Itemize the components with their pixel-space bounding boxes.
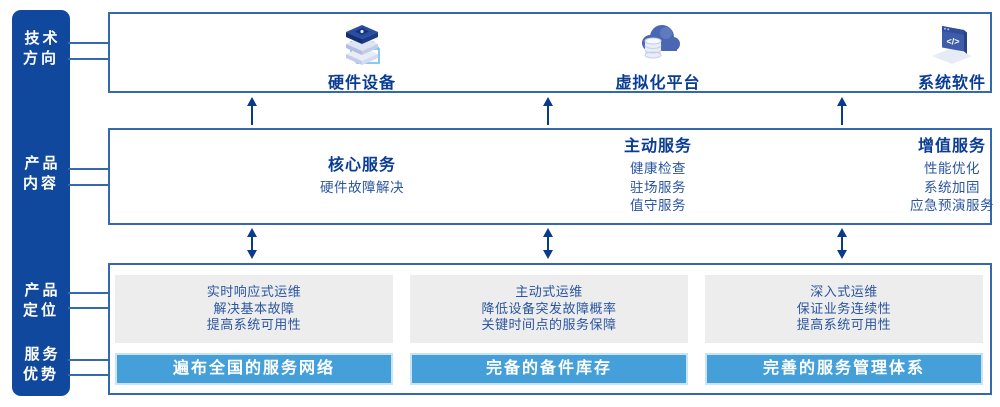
- connector-line: [68, 58, 108, 60]
- positioning-line: 提高系统可用性: [796, 317, 892, 333]
- service-item: 值守服务: [630, 198, 686, 214]
- positioning-line: 深入式运维: [810, 284, 878, 300]
- service-column-core: 核心服务 硬件故障解决: [222, 130, 502, 223]
- tech-column-virtualization: 虚拟化平台: [518, 16, 798, 93]
- service-item: 健康检查: [630, 161, 686, 177]
- server-stack-icon: [222, 16, 502, 68]
- connector-line: [68, 184, 108, 186]
- up-arrow: [247, 97, 257, 126]
- service-item: 性能优化: [924, 161, 980, 177]
- sidebar-item-service-advantage: 服务 优势: [22, 346, 61, 383]
- positioning-line: 关键时间点的服务保障: [481, 317, 617, 333]
- sidebar-item-product-content: 产品 内容: [22, 155, 61, 192]
- tech-label-software: 系统软件: [917, 75, 986, 92]
- advantage-bar-management: 完善的服务管理体系: [705, 353, 983, 385]
- service-column-value-added: 增值服务 性能优化 系统加固 应急预演服务: [812, 130, 1000, 223]
- service-item: 应急预演服务: [910, 198, 994, 214]
- positioning-line: 保证业务连续性: [796, 300, 892, 316]
- advantage-bar-spares: 完备的备件库存: [410, 353, 688, 385]
- sidebar-item-product-positioning: 产品 定位: [22, 282, 61, 319]
- tech-direction-panel: 硬件设备 虚拟化平台: [108, 12, 992, 93]
- product-content-panel: 核心服务 硬件故障解决 主动服务 健康检查 驻场服务 值守服务 增值服务 性能优…: [108, 128, 994, 225]
- code-window-icon: </>: [812, 16, 1000, 68]
- positioning-line: 降低设备突发故障概率: [481, 300, 617, 316]
- service-title: 增值服务: [917, 138, 986, 156]
- advantage-bar-network: 遍布全国的服务网络: [115, 353, 393, 385]
- service-item: 驻场服务: [630, 179, 686, 195]
- positioning-line: 解决基本故障: [213, 300, 295, 316]
- code-glyph: </>: [946, 37, 959, 47]
- sidebar-item-tech-direction: 技术 方向: [22, 30, 61, 67]
- up-arrow: [543, 97, 553, 126]
- service-title: 主动服务: [623, 138, 692, 156]
- connector-line: [68, 307, 108, 309]
- tech-column-hardware: 硬件设备: [222, 16, 502, 93]
- product-positioning-panel: 实时响应式运维 解决基本故障 提高系统可用性 主动式运维 降低设备突发故障概率 …: [108, 263, 992, 395]
- positioning-line: 实时响应式运维: [206, 284, 302, 300]
- positioning-line: 提高系统可用性: [206, 317, 302, 333]
- double-arrow: [543, 228, 553, 259]
- positioning-card-deep: 深入式运维 保证业务连续性 提高系统可用性: [705, 275, 983, 343]
- connector-line: [68, 292, 108, 294]
- sidebar: 技术 方向 产品 内容 产品 定位 服务 优势: [12, 10, 70, 396]
- positioning-card-proactive: 主动式运维 降低设备突发故障概率 关键时间点的服务保障: [410, 275, 688, 343]
- double-arrow: [247, 228, 257, 259]
- connector-line: [68, 168, 108, 170]
- positioning-card-realtime: 实时响应式运维 解决基本故障 提高系统可用性: [115, 275, 393, 343]
- service-column-proactive: 主动服务 健康检查 驻场服务 值守服务: [518, 130, 798, 223]
- tech-label-virtualization: 虚拟化平台: [615, 75, 701, 92]
- tech-column-software: </> 系统软件: [812, 16, 1000, 93]
- connector-line: [68, 359, 108, 361]
- positioning-line: 主动式运维: [515, 284, 583, 300]
- cloud-platform-icon: [518, 16, 798, 68]
- connector-line: [68, 42, 108, 44]
- double-arrow: [837, 228, 847, 259]
- service-item: 系统加固: [924, 179, 980, 195]
- service-title: 核心服务: [327, 156, 396, 174]
- service-item: 硬件故障解决: [320, 179, 404, 195]
- up-arrow: [837, 97, 847, 126]
- tech-label-hardware: 硬件设备: [327, 75, 396, 92]
- connector-line: [68, 374, 108, 376]
